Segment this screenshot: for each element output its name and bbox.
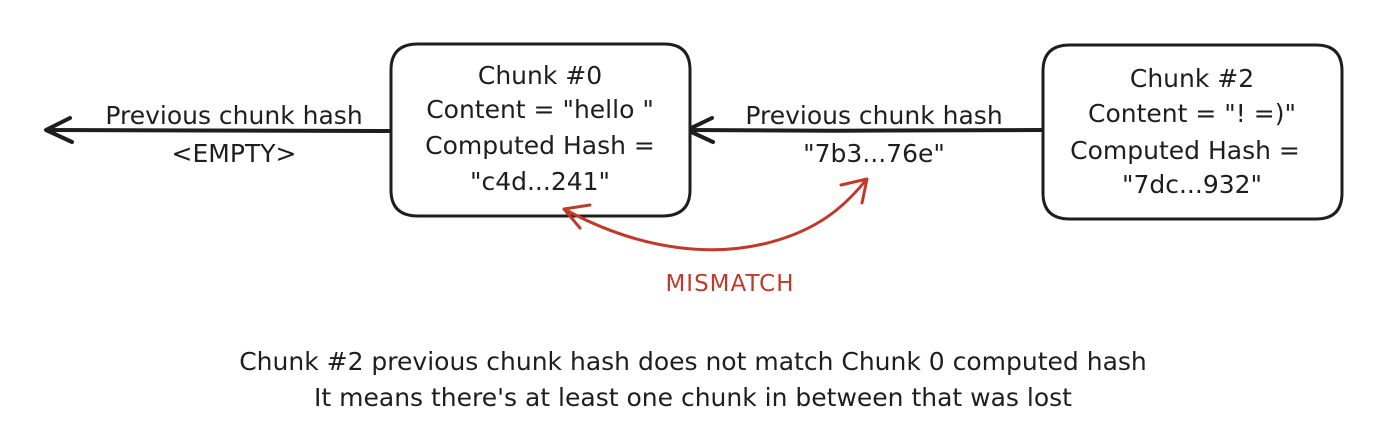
chunk-2-content: Content = "! =)" bbox=[1088, 99, 1296, 128]
chunk-2-hash-value: "7dc...932" bbox=[1122, 170, 1262, 199]
link-0-value: <EMPTY> bbox=[172, 139, 297, 168]
link-0-label: Previous chunk hash bbox=[105, 101, 362, 130]
link-label-empty: Previous chunk hash <EMPTY> bbox=[105, 101, 362, 168]
chunk-0-hash-value: "c4d...241" bbox=[470, 167, 610, 196]
caption-line-2: It means there's at least one chunk in b… bbox=[314, 383, 1072, 412]
link-label-chunk2: Previous chunk hash "7b3...76e" bbox=[745, 101, 1002, 168]
link-1-value: "7b3...76e" bbox=[803, 139, 945, 168]
chunk-2-hash-label: Computed Hash = bbox=[1070, 136, 1300, 165]
chunk-box-2: Chunk #2 Content = "! =)" Computed Hash … bbox=[1041, 43, 1344, 221]
chunk-0-title: Chunk #0 bbox=[478, 61, 602, 90]
mismatch-arrow bbox=[562, 177, 869, 252]
link-1-label: Previous chunk hash bbox=[745, 101, 1002, 130]
chunk-2-title: Chunk #2 bbox=[1130, 64, 1254, 93]
arrow-chunk0-to-empty bbox=[44, 116, 392, 144]
caption-line-1: Chunk #2 previous chunk hash does not ma… bbox=[239, 347, 1147, 376]
mismatch-label: MISMATCH bbox=[665, 271, 794, 297]
chunk-0-hash-label: Computed Hash = bbox=[425, 131, 655, 160]
chunk-0-content: Content = "hello " bbox=[426, 95, 654, 124]
chunk-box-0: Chunk #0 Content = "hello " Computed Has… bbox=[389, 42, 692, 218]
